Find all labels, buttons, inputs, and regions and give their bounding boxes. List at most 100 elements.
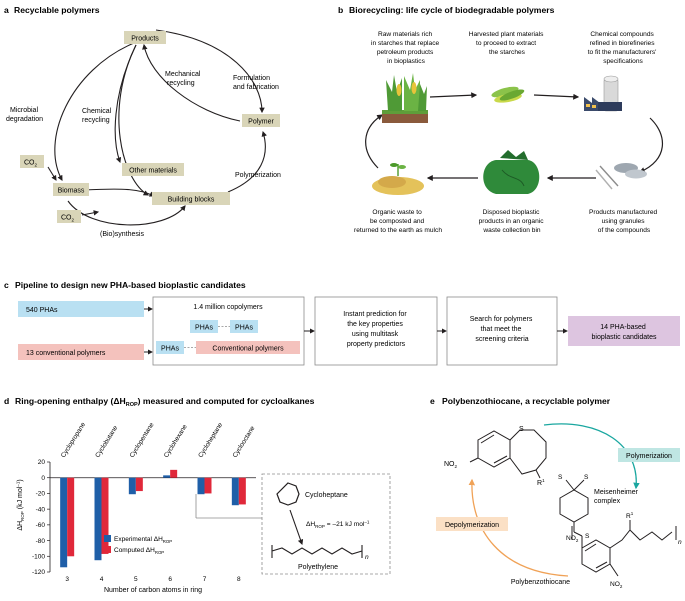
category-label: Cyclobutane bbox=[94, 424, 119, 459]
box-biomass-label: Biomass bbox=[58, 188, 85, 195]
y-tick-label: 0 bbox=[41, 475, 45, 482]
arc-formulation bbox=[155, 29, 265, 114]
prediction-label: Instant prediction for the key propertie… bbox=[343, 311, 408, 348]
depolymerization-label: Depolymerization bbox=[445, 522, 499, 529]
y-tick-label: -120 bbox=[32, 569, 45, 576]
x-tick-label: 6 bbox=[168, 576, 172, 583]
label-chemical-1: Chemical bbox=[82, 108, 112, 115]
polymerization-badge bbox=[618, 448, 680, 462]
copolymer-pha-c bbox=[156, 341, 184, 354]
polyethylene-n: n bbox=[365, 554, 369, 561]
y-tick-label: -100 bbox=[32, 553, 45, 560]
box-co2-top-label: CO2 bbox=[24, 160, 38, 168]
polymer-name-label: Polybenzothiocane bbox=[511, 579, 570, 586]
box-products-label: Products bbox=[131, 36, 159, 43]
category-label: Cyclopropane bbox=[60, 421, 87, 459]
box-prediction bbox=[314, 296, 438, 366]
polymerization-arrow bbox=[543, 423, 640, 490]
y-tick-label: 20 bbox=[38, 459, 46, 466]
polyethylene-structure bbox=[271, 545, 363, 558]
label-microbial-2: degradation bbox=[6, 116, 43, 123]
depolymerization-arrow bbox=[468, 478, 569, 577]
legend-label: Experimental ΔHROP bbox=[114, 536, 172, 544]
arc-chemical-recycling-other bbox=[114, 44, 137, 164]
category-label: Cycloheptane bbox=[197, 421, 224, 459]
copolymer-pha-a-label: PHAs bbox=[195, 325, 213, 332]
box-products bbox=[124, 31, 166, 44]
box-co2-top bbox=[20, 155, 44, 168]
x-tick-label: 8 bbox=[237, 576, 241, 583]
legend-swatch bbox=[104, 535, 111, 542]
box-540-phas bbox=[18, 301, 144, 317]
copolymer-pha-b-label: PHAs bbox=[235, 325, 253, 332]
bar-computed bbox=[101, 477, 109, 554]
polymer-no2: NO2 bbox=[610, 581, 623, 589]
benzothiocane-monomer bbox=[469, 429, 547, 479]
legend-swatch bbox=[104, 546, 111, 553]
label-mechanical-1: Mechanical bbox=[165, 71, 201, 78]
meisenheimer-s-left: S bbox=[558, 474, 563, 481]
panel-a-title: Recyclable polymers bbox=[14, 5, 100, 15]
meisenheimer-s-right: S bbox=[584, 474, 589, 481]
box-540-phas-label: 540 PHAs bbox=[26, 307, 58, 314]
panel-c-letter: c bbox=[4, 280, 9, 290]
copolymer-pha-a bbox=[190, 320, 218, 333]
label-polymerization: Polymerization bbox=[235, 172, 281, 179]
copolymer-pha-c-label: PHAs bbox=[161, 346, 179, 353]
polymer-n: n bbox=[678, 539, 682, 546]
inset-cycloheptane-label: Cycloheptane bbox=[305, 492, 348, 499]
label-mechanical-2: recycling bbox=[167, 80, 195, 87]
polymer-r1: R1 bbox=[626, 511, 634, 520]
panel-a: a Recyclable polymers Products Polymer O… bbox=[4, 5, 281, 238]
y-tick-label: -80 bbox=[36, 538, 46, 545]
bar-computed bbox=[170, 469, 178, 478]
y-axis-label: ΔHROP (kJ mol–1) bbox=[16, 479, 26, 530]
panel-d: d Ring-opening enthalpy (ΔHROP) measured… bbox=[4, 396, 391, 594]
search-label: Search for polymers that meet the screen… bbox=[470, 316, 535, 343]
panel-b-letter: b bbox=[338, 5, 343, 15]
box-building-blocks-label: Building blocks bbox=[168, 197, 215, 204]
box-co2-bottom bbox=[57, 210, 81, 223]
caption-organic-waste: Organic waste to be composted and return… bbox=[354, 209, 442, 234]
copolymer-conventional bbox=[196, 341, 300, 354]
panel-a-letter: a bbox=[4, 5, 9, 15]
bar-experimental bbox=[60, 477, 68, 568]
y-tick-label: -60 bbox=[36, 522, 46, 529]
meisenheimer-complex bbox=[559, 479, 589, 532]
label-microbial-1: Microbial bbox=[10, 107, 38, 114]
bar-computed bbox=[238, 477, 246, 505]
box-co2-bottom-label: CO2 bbox=[61, 215, 75, 223]
polymerization-label: Polymerization bbox=[626, 453, 672, 460]
arrow-harvest-to-refinery bbox=[533, 93, 580, 100]
arrow-co2-to-biomass bbox=[47, 166, 57, 181]
panel-e-letter: e bbox=[430, 396, 435, 406]
panel-c-title: Pipeline to design new PHA-based bioplas… bbox=[15, 280, 246, 290]
x-tick-label: 4 bbox=[100, 576, 104, 583]
box-13-conventional bbox=[18, 344, 144, 360]
caption-chemical-compounds: Chemical compounds refined in biorefiner… bbox=[588, 31, 659, 65]
arrow-refinery-to-products bbox=[638, 117, 664, 173]
y-tick-label: -40 bbox=[36, 506, 46, 513]
bar-computed bbox=[67, 477, 75, 557]
box-biomass bbox=[53, 183, 89, 196]
box-search bbox=[446, 296, 558, 366]
box-13-conventional-label: 13 conventional polymers bbox=[26, 350, 106, 357]
copolymer-conventional-label: Conventional polymers bbox=[212, 346, 284, 353]
arc-mechanical-recycling bbox=[142, 43, 241, 122]
cycloheptane-ring bbox=[276, 482, 300, 506]
polybenzothiocane-structure bbox=[571, 520, 677, 577]
meisenheimer-label-2: complex bbox=[594, 498, 621, 505]
bar-experimental bbox=[197, 477, 205, 495]
category-label: Cyclooctane bbox=[232, 425, 257, 459]
y-tick-label: -20 bbox=[36, 491, 46, 498]
arrow-co2-to-synthesis bbox=[81, 210, 100, 216]
box-polymer-label: Polymer bbox=[248, 119, 274, 126]
organic-waste-bin-icon bbox=[483, 150, 540, 194]
copolymer-pha-b bbox=[230, 320, 258, 333]
x-tick-label: 7 bbox=[203, 576, 207, 583]
bar-experimental bbox=[94, 477, 102, 561]
x-axis-label: Number of carbon atoms in ring bbox=[104, 587, 202, 594]
arrow-raw-to-harvest bbox=[429, 92, 478, 99]
panel-b-title: Biorecycling: life cycle of biodegradabl… bbox=[349, 5, 555, 15]
x-tick-label: 3 bbox=[65, 576, 69, 583]
